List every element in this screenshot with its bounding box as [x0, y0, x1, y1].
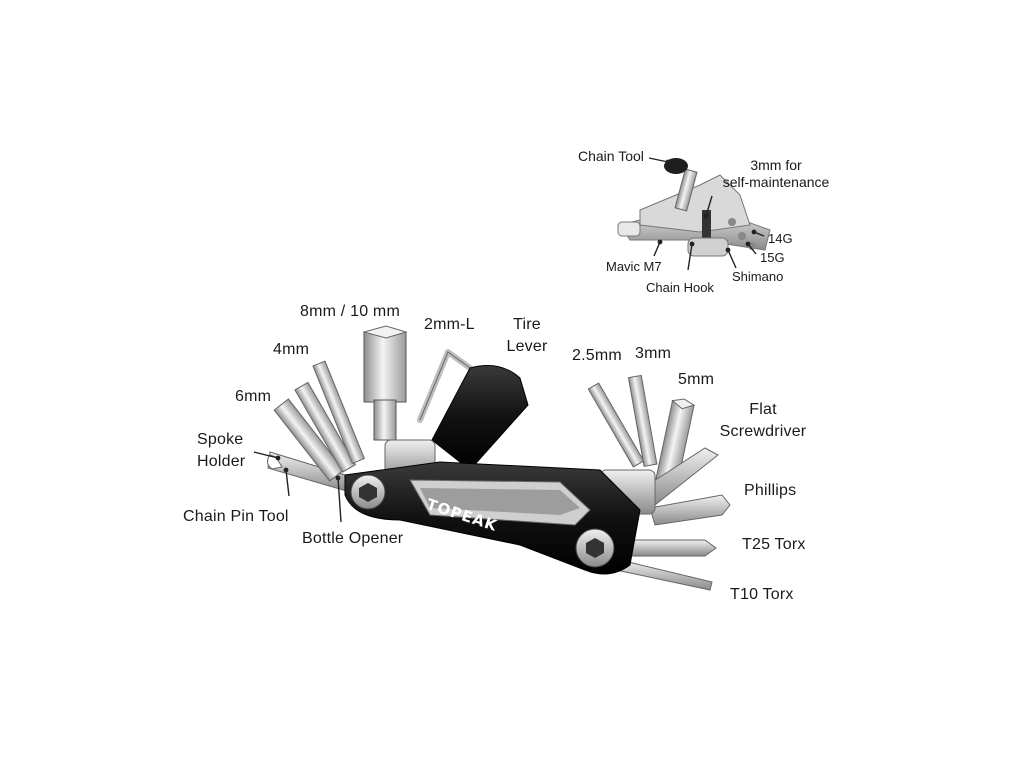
- chain-tool-illustration: [617, 158, 771, 257]
- right-fan: [587, 374, 731, 591]
- label-shimano: Shimano: [732, 269, 784, 284]
- label-spoke-holder: Spoke Holder: [197, 431, 246, 470]
- label-2-5mm: 2.5mm: [572, 347, 622, 364]
- label-4mm: 4mm: [273, 341, 310, 358]
- label-t10-torx: T10 Torx: [730, 586, 794, 603]
- label-8mm-10mm: 8mm / 10 mm: [300, 303, 400, 320]
- label-15g: 15G: [760, 250, 785, 265]
- label-14g: 14G: [768, 231, 793, 246]
- label-phillips: Phillips: [744, 482, 797, 499]
- label-tire-lever: Tire Lever: [506, 316, 548, 355]
- label-3mm-self-maintenance: 3mm for self-maintenance: [722, 157, 830, 190]
- label-t25-torx: T25 Torx: [742, 536, 806, 553]
- left-fan: [266, 325, 529, 493]
- label-3mm: 3mm: [635, 345, 672, 362]
- label-flat-screwdriver: Flat Screwdriver: [719, 401, 807, 440]
- label-chain-hook: Chain Hook: [646, 280, 714, 295]
- label-2mm-l: 2mm-L: [424, 316, 475, 333]
- tool-body: [344, 461, 641, 575]
- label-6mm: 6mm: [235, 388, 272, 405]
- label-chain-tool: Chain Tool: [578, 148, 644, 164]
- label-5mm: 5mm: [678, 371, 715, 388]
- leader-dots: [275, 159, 757, 481]
- label-bottle-opener: Bottle Opener: [302, 530, 404, 547]
- label-chain-pin-tool: Chain Pin Tool: [183, 508, 289, 525]
- label-mavic-m7: Mavic M7: [606, 259, 662, 274]
